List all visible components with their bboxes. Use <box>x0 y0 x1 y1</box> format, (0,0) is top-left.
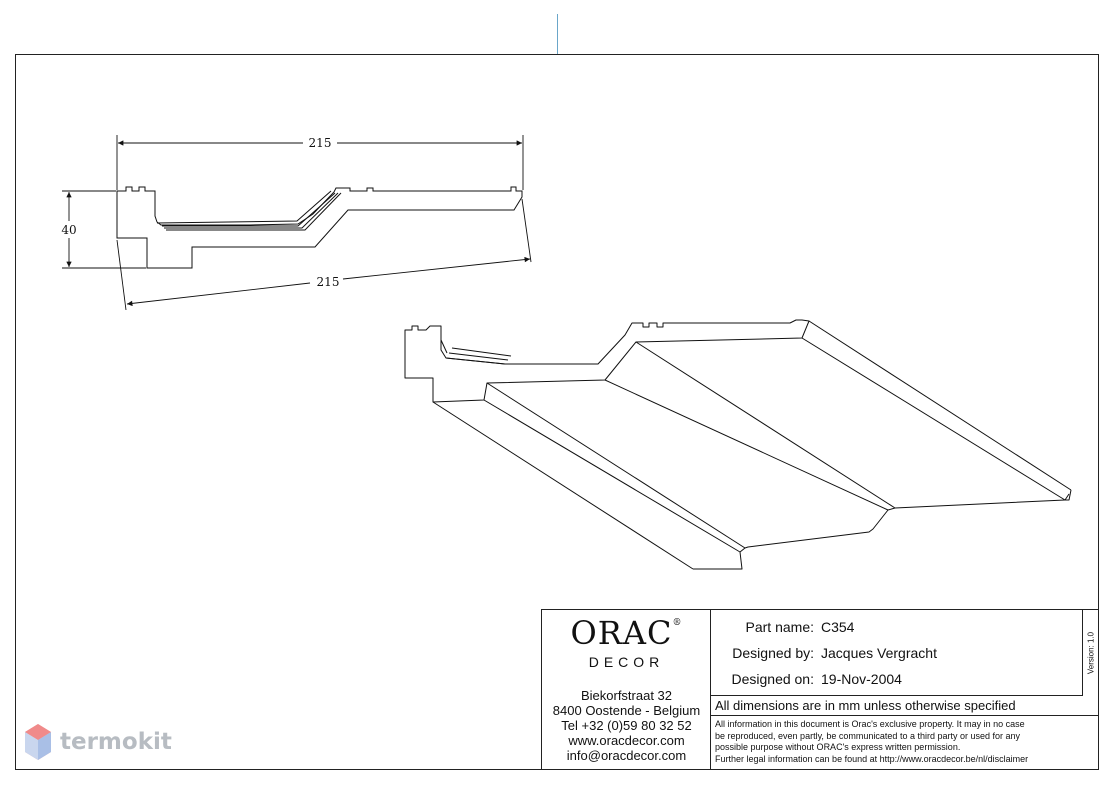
part-name-label: Part name: <box>745 619 814 635</box>
address-tel: Tel +32 (0)59 80 32 52 <box>561 718 692 733</box>
designed-on-label: Designed on: <box>731 671 814 687</box>
version-label: Version: 1.0 <box>1086 631 1095 675</box>
address-street: Biekorfstraat 32 <box>580 688 673 703</box>
dimensions-note: All dimensions are in mm unless otherwis… <box>711 696 1098 716</box>
watermark-text: termokit <box>60 729 172 755</box>
orac-logo-text: ORAC <box>570 614 673 652</box>
legal-line: Further legal information can be found a… <box>715 753 1029 764</box>
isometric-view <box>404 319 1072 570</box>
legal-line: All information in this document is Orac… <box>715 719 1025 729</box>
dimension-height <box>62 190 146 269</box>
title-block: ORAC® DECOR Biekorfstraat 32 8400 Oosten… <box>541 609 1099 770</box>
legal-notice: All information in this document is Orac… <box>715 719 1095 765</box>
legal-line: possible purpose without ORAC's express … <box>715 742 961 752</box>
designed-by-value: Jacques Vergracht <box>821 645 937 661</box>
part-name-value: C354 <box>821 619 855 635</box>
termokit-watermark: termokit <box>24 722 172 762</box>
address-email[interactable]: info@oracdecor.com <box>566 748 687 763</box>
hexagon-logo-icon <box>25 724 51 760</box>
dimension-width-top-label: 215 <box>309 136 332 150</box>
orac-logo: ORAC® <box>542 614 711 652</box>
address-city: 8400 Oostende - Belgium <box>552 703 701 718</box>
address-web[interactable]: www.oracdecor.com <box>568 733 685 748</box>
profile-section <box>116 186 523 269</box>
company-address: Biekorfstraat 32 8400 Oostende - Belgium… <box>542 688 711 763</box>
legal-line: be reproduced, even partly, be communica… <box>715 730 1021 741</box>
sheet-marker-tick <box>557 14 558 54</box>
dimension-width-bottom <box>116 198 532 311</box>
dimension-height-label: 40 <box>61 223 76 237</box>
registered-mark: ® <box>672 618 683 628</box>
designed-by-label: Designed by: <box>732 645 814 661</box>
dimension-width-bottom-label: 215 <box>317 275 340 289</box>
version-cell: Version: 1.0 <box>1082 610 1098 696</box>
logo-cell: ORAC® DECOR Biekorfstraat 32 8400 Oosten… <box>542 610 711 769</box>
part-info: Part name: C354 Designed by: Jacques Ver… <box>711 610 1082 696</box>
decor-logo-text: DECOR <box>588 654 665 670</box>
dimension-width-top <box>116 135 524 190</box>
designed-on-value: 19-Nov-2004 <box>821 671 902 687</box>
